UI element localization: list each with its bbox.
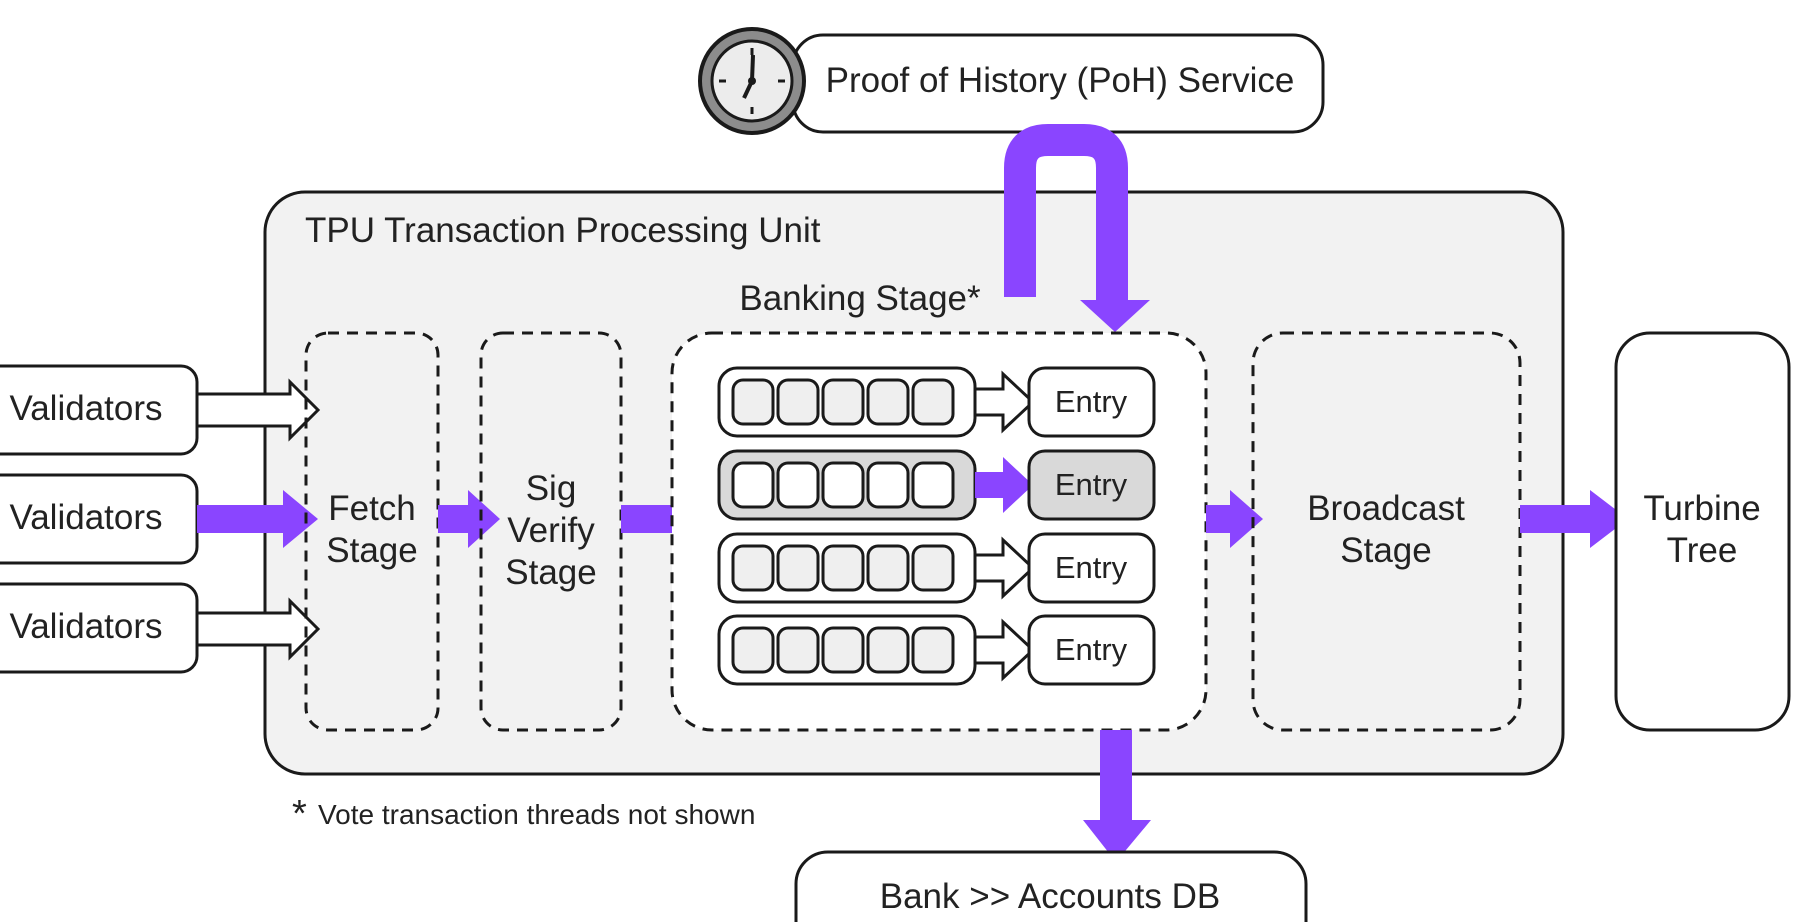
transaction-slot (911, 378, 955, 426)
transaction-slot (821, 626, 865, 674)
poh-service-label: Proof of History (PoH) Service (826, 61, 1295, 100)
banking-thread-row: Entry (717, 449, 1156, 521)
entry-label: Entry (1055, 550, 1128, 585)
poh-service: Proof of History (PoH) Service (698, 27, 1325, 135)
hollow-arrow (195, 597, 321, 661)
entry-box (1027, 449, 1156, 521)
transaction-slot (776, 544, 820, 592)
bank-arrow-shaft (1100, 730, 1132, 825)
purple-arrow (438, 490, 500, 548)
transaction-slot (821, 544, 865, 592)
purple-arrow (1206, 490, 1263, 548)
transaction-slot (776, 378, 820, 426)
entry-box (1027, 366, 1156, 438)
validators-box-2: Validators (0, 473, 199, 565)
transaction-slot (731, 461, 775, 509)
validators-box-3: Validators (0, 582, 199, 674)
purple-arrow (1520, 490, 1628, 548)
fetch-stage-label-1: Fetch (328, 489, 416, 528)
clock-icon (698, 27, 806, 135)
transaction-slot (866, 544, 910, 592)
banking-thread-row: Entry (717, 366, 1156, 438)
banking-stage-title: Banking Stage* (739, 279, 981, 318)
turbine-label-1: Turbine (1643, 489, 1760, 528)
transaction-slot (911, 461, 955, 509)
validators-box-1: Validators (0, 364, 199, 456)
transaction-slot (821, 461, 865, 509)
entry-label: Entry (1055, 632, 1128, 667)
entry-label: Entry (1055, 467, 1128, 502)
footnote-mark: * (292, 793, 307, 835)
bank-label: Bank >> Accounts DB (880, 877, 1220, 916)
broadcast-label-1: Broadcast (1307, 489, 1465, 528)
banking-thread-row: Entry (717, 532, 1156, 604)
fetch-stage-label-2: Stage (326, 531, 417, 570)
transaction-slot (866, 461, 910, 509)
hollow-arrow (973, 370, 1036, 434)
transaction-slot (776, 461, 820, 509)
validators-label: Validators (9, 498, 162, 537)
transaction-slot (911, 626, 955, 674)
transaction-slot (731, 544, 775, 592)
hollow-arrow (195, 378, 321, 442)
transaction-slot (866, 378, 910, 426)
bank-accounts-db: Bank >> Accounts DB (794, 850, 1308, 922)
poh-loop-arrow (1004, 124, 1128, 303)
broadcast-label-2: Stage (1340, 531, 1431, 570)
transaction-slot (776, 626, 820, 674)
hollow-arrow (973, 536, 1036, 600)
sigverify-label-2: Verify (507, 511, 595, 550)
tpu-title: TPU Transaction Processing Unit (305, 211, 821, 250)
entry-box (1027, 614, 1156, 686)
transaction-slot (866, 626, 910, 674)
turbine-tree: Turbine Tree (1614, 331, 1791, 732)
transaction-slot (821, 378, 865, 426)
entry-label: Entry (1055, 384, 1128, 419)
purple-arrow (975, 457, 1033, 513)
bank-arrowhead (1083, 820, 1151, 862)
transaction-slot (731, 378, 775, 426)
sigverify-stage: Sig Verify Stage (479, 331, 623, 732)
fetch-stage: Fetch Stage (304, 331, 440, 732)
transaction-slot (731, 626, 775, 674)
turbine-label-2: Tree (1667, 531, 1738, 570)
validators-label: Validators (9, 607, 162, 646)
purple-arrow (197, 490, 318, 548)
transaction-slot (911, 544, 955, 592)
poh-loop-arrowhead (1080, 300, 1150, 332)
footnote-text: Vote transaction threads not shown (318, 799, 755, 830)
sigverify-label-3: Stage (505, 553, 596, 592)
hollow-arrow (973, 618, 1036, 682)
banking-thread-row: Entry (717, 614, 1156, 686)
entry-box (1027, 532, 1156, 604)
sigverify-label-1: Sig (526, 469, 577, 508)
validators-label: Validators (9, 389, 162, 428)
